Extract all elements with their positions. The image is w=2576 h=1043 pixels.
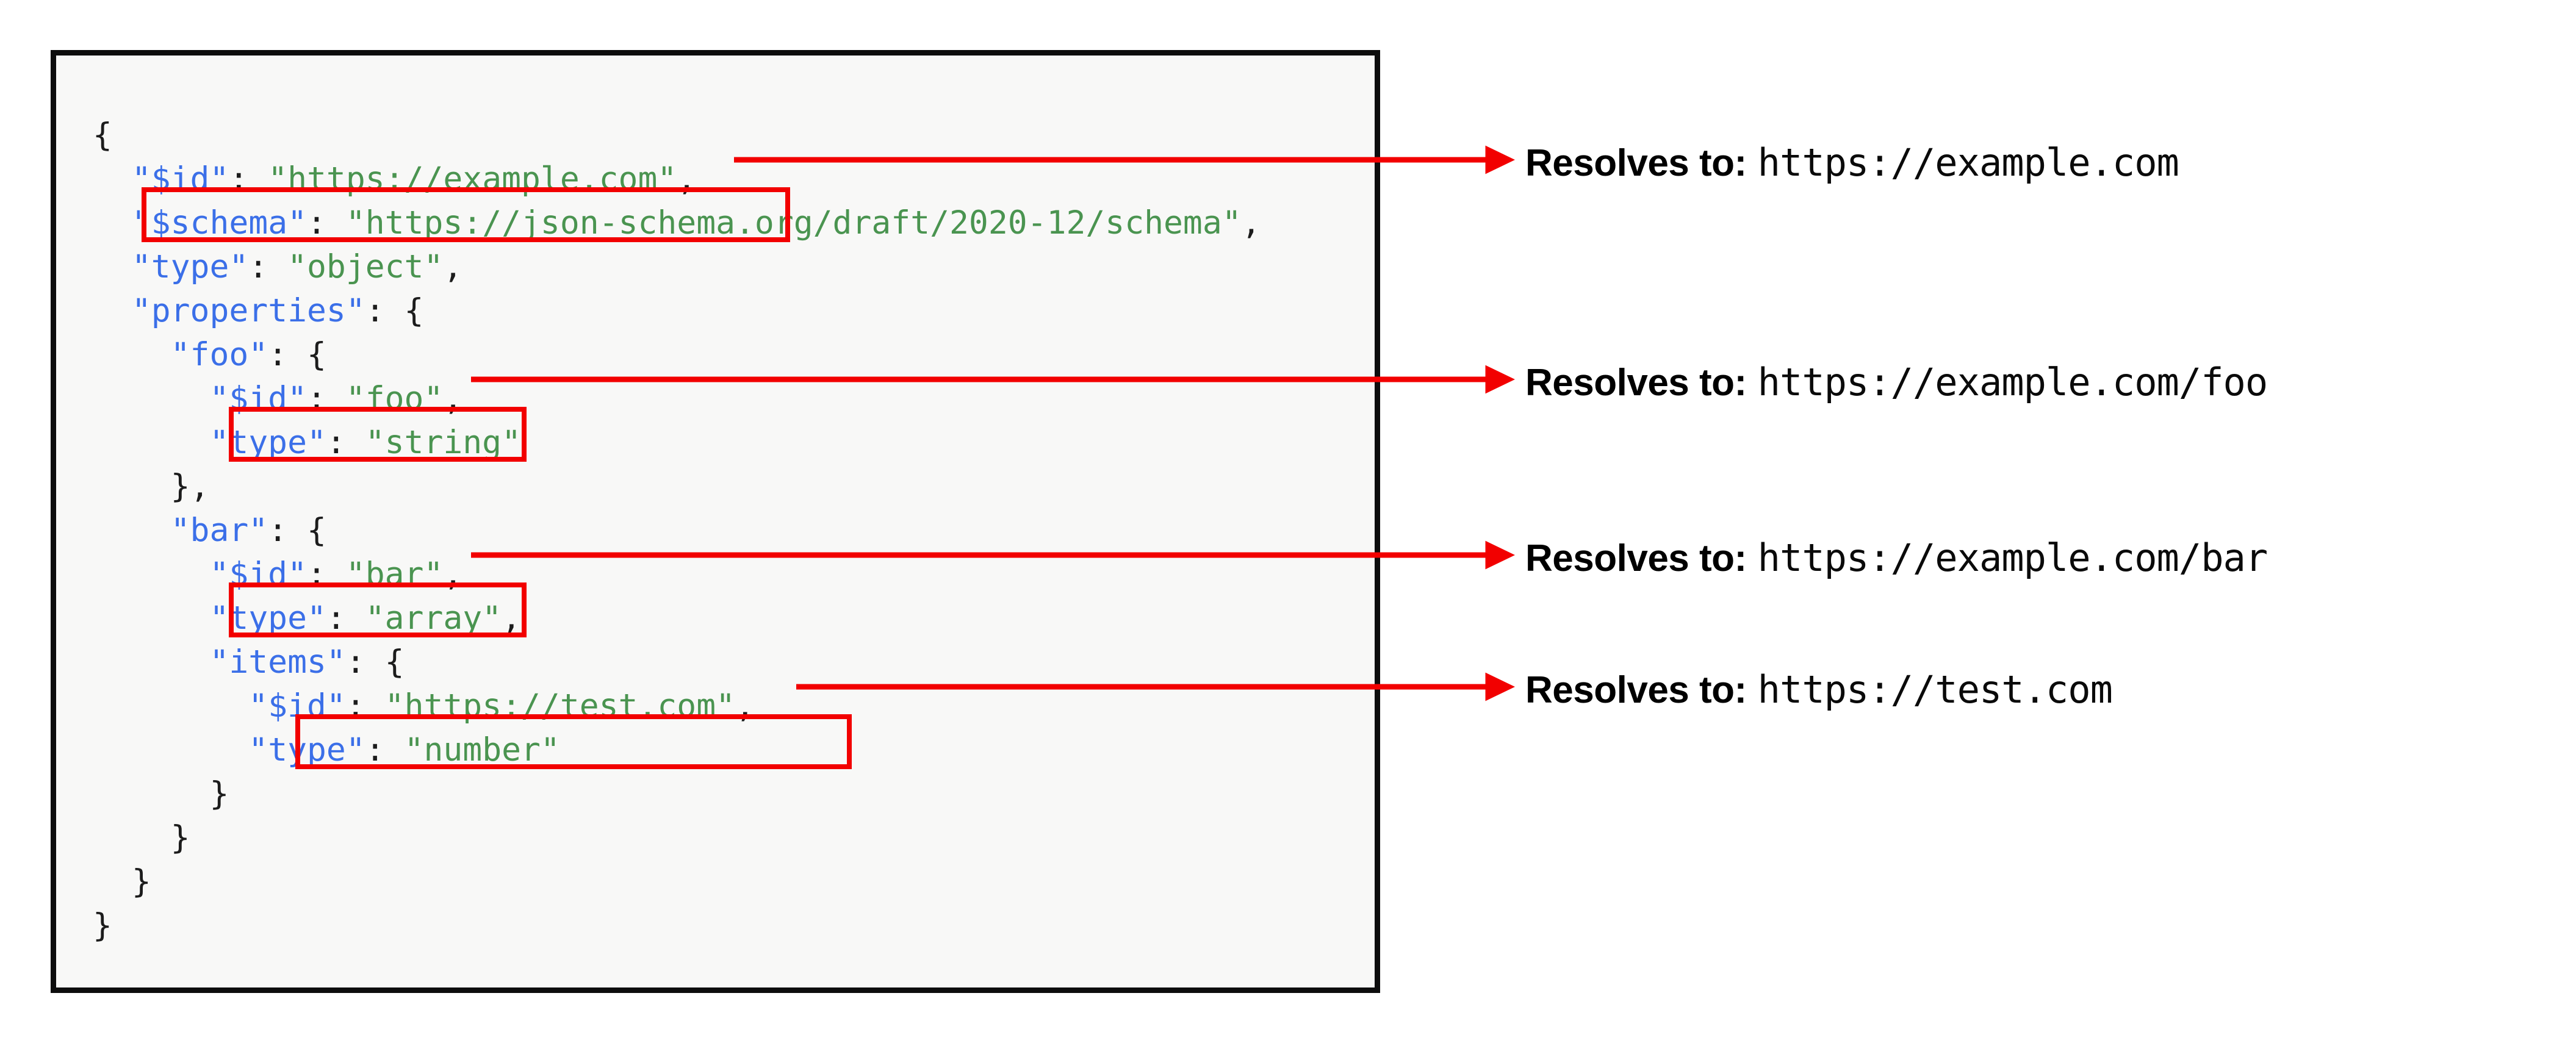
code-listing: { "$id": "https://example.com", "$schema…: [93, 113, 1261, 948]
resolved-url: https://example.com/bar: [1757, 536, 2268, 580]
code-token-punct: :: [326, 600, 365, 637]
resolves-to-label: Resolves to:: [1525, 362, 1747, 404]
code-token-punct: :: [248, 248, 288, 285]
code-line: },: [93, 465, 1261, 509]
resolved-url: https://example.com: [1757, 140, 2179, 185]
code-token-key: "$id": [131, 160, 229, 198]
code-line: }: [93, 772, 1261, 816]
code-token-punct: :: [365, 731, 405, 769]
resolves-to-label: Resolves to:: [1525, 142, 1747, 184]
code-token-str: "https://test.com": [384, 687, 736, 725]
code-token-punct: }: [93, 907, 112, 944]
resolved-url: https://test.com: [1757, 667, 2113, 712]
code-token-key: "properties": [131, 292, 365, 329]
resolves-to-label: Resolves to:: [1525, 669, 1747, 711]
code-token-str: "bar": [345, 556, 444, 593]
code-token-key: "items": [209, 643, 346, 681]
code-token-key: "$schema": [131, 204, 308, 242]
resolved-url: https://example.com/foo: [1757, 360, 2268, 404]
code-token-key: "type": [209, 600, 326, 637]
code-token-punct: ,: [1241, 204, 1261, 242]
code-token-punct: ,: [677, 160, 697, 198]
code-token-punct: ,: [443, 556, 463, 593]
code-line: "type": "array",: [93, 597, 1261, 640]
code-token-punct: }: [170, 819, 190, 856]
code-line: "type": "string": [93, 421, 1261, 465]
code-token-str: "foo": [345, 380, 444, 417]
code-token-punct: {: [93, 116, 112, 154]
code-token-punct: ,: [443, 248, 463, 285]
code-token-str: "number": [404, 731, 560, 769]
code-line: "$id": "bar",: [93, 553, 1261, 597]
code-line: }: [93, 860, 1261, 904]
code-line: }: [93, 904, 1261, 948]
code-line: "type": "object",: [93, 245, 1261, 289]
code-line: "type": "number": [93, 728, 1261, 772]
code-token-key: "bar": [170, 512, 268, 549]
code-token-key: "$id": [209, 380, 307, 417]
code-token-str: "object": [287, 248, 444, 285]
code-token-punct: : {: [365, 292, 424, 329]
code-token-punct: :: [307, 204, 346, 242]
code-token-punct: },: [170, 468, 210, 505]
code-token-punct: ,: [443, 380, 463, 417]
code-token-punct: :: [229, 160, 268, 198]
resolution-foo: Resolves to:https://example.com/foo: [1525, 360, 2268, 404]
code-token-key: "type": [131, 248, 249, 285]
code-token-str: "string": [365, 424, 522, 461]
resolves-to-label: Resolves to:: [1525, 537, 1747, 579]
resolution-bar: Resolves to:https://example.com/bar: [1525, 536, 2268, 580]
code-line: "foo": {: [93, 333, 1261, 377]
code-line: "$schema": "https://json-schema.org/draf…: [93, 201, 1261, 245]
code-token-punct: :: [307, 556, 346, 593]
code-token-str: "https://json-schema.org/draft/2020-12/s…: [345, 204, 1242, 242]
code-token-punct: ,: [735, 687, 755, 725]
code-token-punct: }: [209, 775, 229, 812]
code-token-punct: : {: [268, 512, 326, 549]
code-token-key: "foo": [170, 336, 268, 373]
code-line: "items": {: [93, 640, 1261, 684]
code-token-key: "$id": [209, 556, 307, 593]
code-token-punct: :: [326, 424, 365, 461]
code-line: "$id": "https://test.com",: [93, 684, 1261, 728]
code-token-key: "type": [209, 424, 326, 461]
code-line: {: [93, 113, 1261, 157]
resolution-items: Resolves to:https://test.com: [1525, 667, 2113, 712]
code-token-key: "$id": [248, 687, 346, 725]
code-token-punct: : {: [345, 643, 405, 681]
code-line: }: [93, 816, 1261, 860]
code-line: "properties": {: [93, 289, 1261, 333]
json-schema-code-panel: { "$id": "https://example.com", "$schema…: [51, 50, 1380, 993]
code-line: "$id": "https://example.com",: [93, 157, 1261, 201]
code-token-punct: }: [131, 863, 151, 900]
code-token-punct: :: [345, 687, 385, 725]
resolution-root: Resolves to:https://example.com: [1525, 140, 2179, 185]
code-token-str: "array": [365, 600, 502, 637]
code-token-str: "https://example.com": [268, 160, 677, 198]
code-line: "bar": {: [93, 509, 1261, 553]
code-token-key: "type": [248, 731, 365, 769]
code-token-punct: :: [307, 380, 346, 417]
code-line: "$id": "foo",: [93, 377, 1261, 421]
code-token-punct: ,: [502, 600, 522, 637]
code-token-punct: : {: [268, 336, 326, 373]
